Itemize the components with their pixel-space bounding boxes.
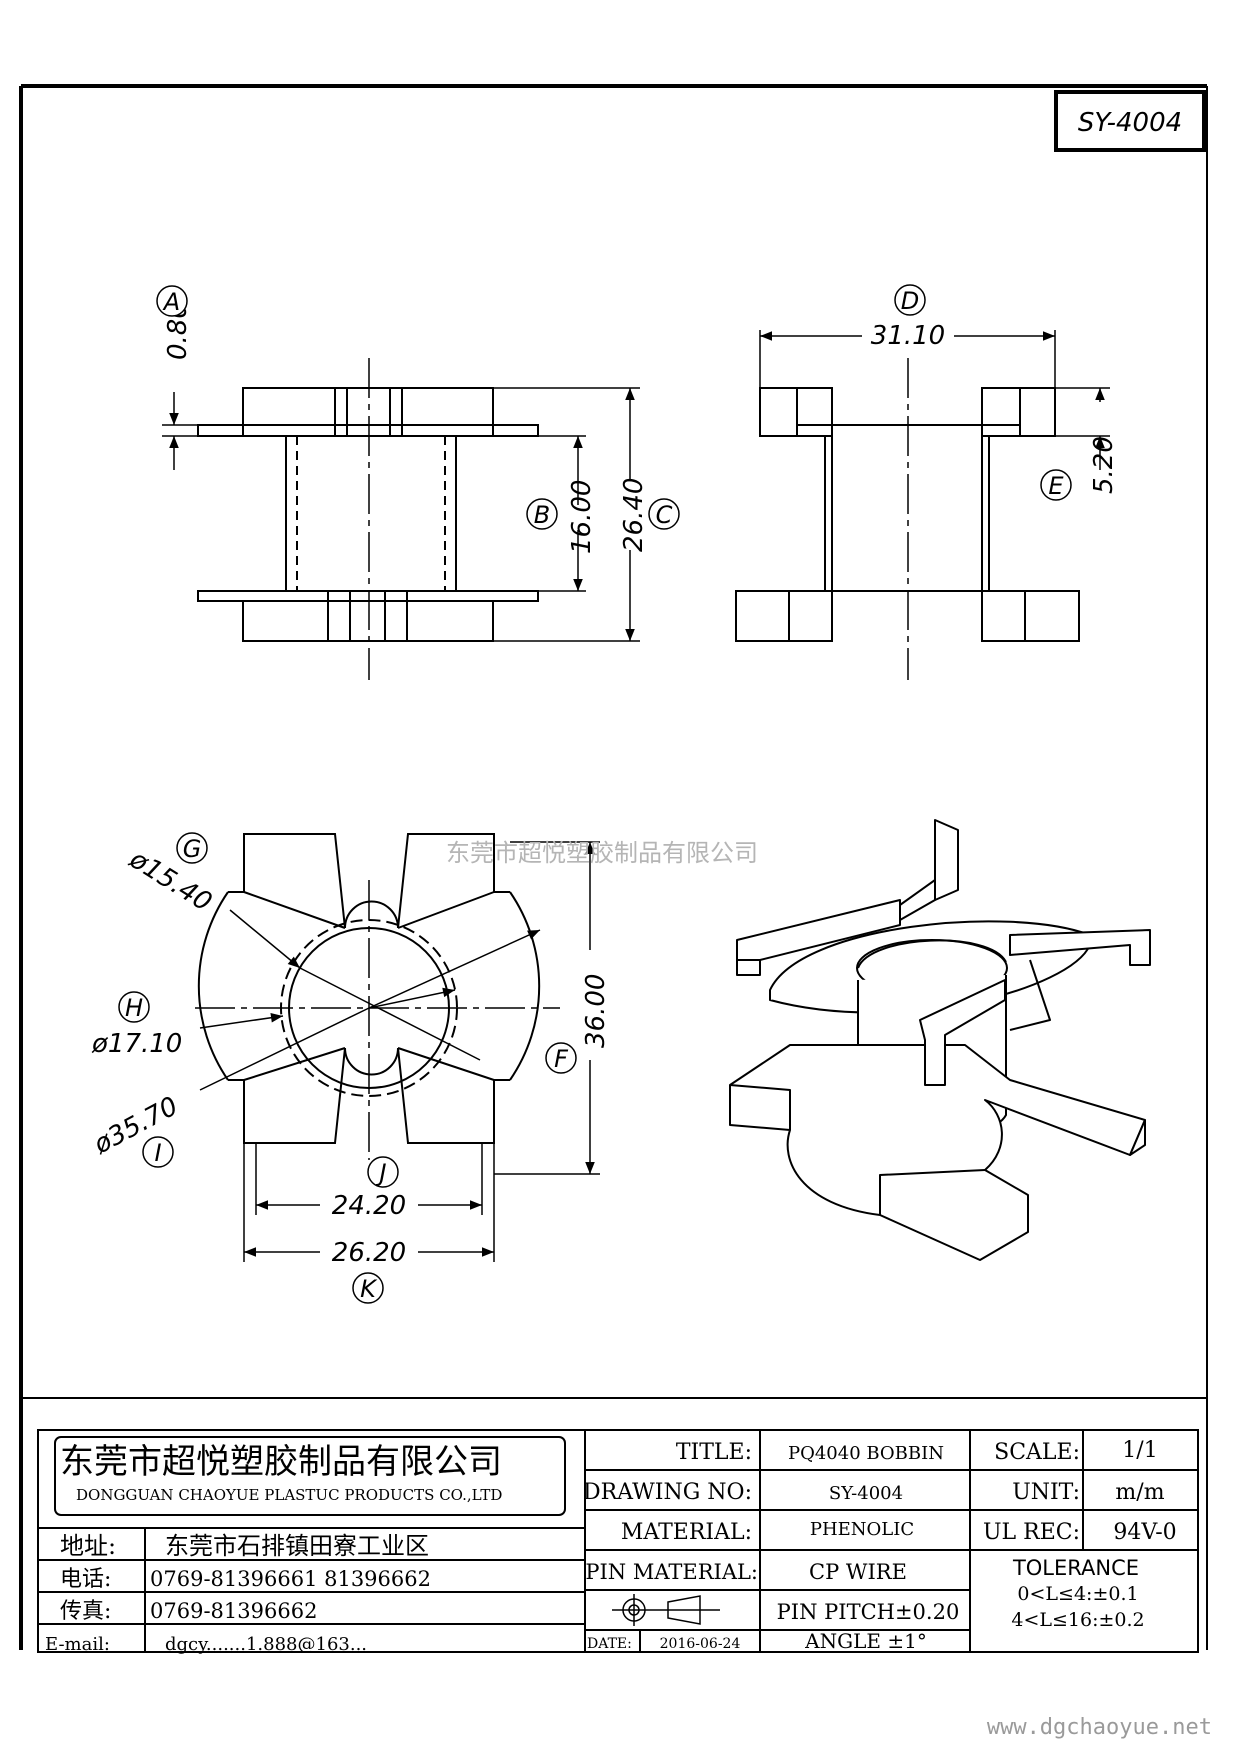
label-g: G <box>183 835 202 863</box>
top-view <box>195 833 560 1160</box>
label-a: A <box>162 288 180 316</box>
side-view-labels: 31.10 D 5.20 E <box>871 284 1119 501</box>
tolerance-line-2: 4<L≤16:±0.2 <box>1011 1609 1144 1631</box>
label-f-circle <box>545 1042 577 1074</box>
drawing-code: SY-4004 <box>1078 108 1182 138</box>
date-value: 2016-06-24 <box>660 1636 741 1652</box>
scale-value: 1/1 <box>1122 1438 1157 1463</box>
scale-label: SCALE: <box>994 1440 1080 1465</box>
title-block-fields: TITLE: PQ4040 BOBBIN DRAWING NO: SY-4004… <box>583 1438 1177 1653</box>
label-g-circle <box>176 832 208 864</box>
pin-material-value: CP WIRE <box>809 1560 907 1584</box>
label-i: I <box>154 1139 161 1167</box>
top-view-labels: G ø15.40 H ø17.10 ø35.70 I 36.00 F J 24.… <box>88 832 611 1304</box>
company-block: 东莞市超悦塑胶制品有限公司 DONGGUAN CHAOYUE PLASTUC P… <box>45 1442 502 1655</box>
label-b-circle <box>526 498 558 530</box>
top-view-dims <box>199 841 600 1262</box>
title-block-frame <box>37 1429 1199 1653</box>
address-value: 东莞市石排镇田寮工业区 <box>165 1532 429 1560</box>
side-view-dims <box>759 330 1110 470</box>
watermark-text: 东莞市超悦塑胶制品有限公司 <box>446 839 758 867</box>
label-h-circle <box>118 991 150 1023</box>
company-name-cn: 东莞市超悦塑胶制品有限公司 <box>60 1442 502 1482</box>
dim-e-value: 5.20 <box>1089 436 1119 494</box>
label-d-circle <box>894 284 926 316</box>
label-d: D <box>901 287 919 315</box>
tel-value: 0769-81396661 81396662 <box>150 1567 431 1591</box>
dim-f-value: 36.00 <box>581 974 611 1048</box>
material-label: MATERIAL: <box>621 1520 752 1545</box>
address-label: 地址: <box>60 1532 116 1560</box>
title-value: PQ4040 BOBBIN <box>788 1443 944 1464</box>
label-h: H <box>125 994 143 1022</box>
ul-value: 94V-0 <box>1113 1520 1176 1545</box>
fax-value: 0769-81396662 <box>150 1599 317 1623</box>
label-j-circle <box>367 1156 399 1188</box>
website-text: www.dgchaoyue.net <box>987 1715 1212 1740</box>
side-view <box>735 358 1080 680</box>
label-c: C <box>656 501 673 529</box>
dim-c-value: 26.40 <box>619 478 649 552</box>
email-label: E-mail: <box>45 1634 110 1655</box>
tolerance-label: TOLERANCE <box>1012 1556 1139 1580</box>
title-label: TITLE: <box>676 1440 752 1465</box>
label-e: E <box>1048 472 1064 500</box>
label-b: B <box>534 501 550 529</box>
drawing-code-box: SY-4004 <box>1054 90 1206 152</box>
label-k: K <box>360 1275 378 1303</box>
dim-h-value: ø17.10 <box>91 1029 182 1059</box>
isometric-view <box>729 819 1151 1261</box>
date-label: DATE: <box>587 1636 632 1652</box>
dim-d-value: 31.10 <box>871 321 945 351</box>
label-i-circle <box>142 1136 174 1168</box>
email-value: dgcy.......1.888@163... <box>165 1634 367 1655</box>
label-c-circle <box>648 498 680 530</box>
label-f: F <box>554 1045 569 1073</box>
front-view-labels: 0.80 A 16.00 B 26.40 C <box>156 285 680 554</box>
label-j: J <box>375 1159 386 1187</box>
projection-symbol <box>612 1594 720 1626</box>
material-value: PHENOLIC <box>810 1519 914 1540</box>
label-a-circle <box>156 285 188 317</box>
pin-pitch-value: PIN PITCH±0.20 <box>777 1600 960 1624</box>
unit-value: m/m <box>1115 1480 1164 1505</box>
pin-material-label: PIN MATERIAL: <box>585 1560 758 1584</box>
front-view-dims <box>162 387 640 642</box>
unit-label: UNIT: <box>1012 1480 1080 1505</box>
tolerance-line-1: 0<L≤4:±0.1 <box>1017 1583 1138 1605</box>
drawing-no-label: DRAWING NO: <box>583 1480 752 1505</box>
ul-label: UL REC: <box>983 1520 1080 1545</box>
label-e-circle <box>1040 469 1072 501</box>
label-k-circle <box>352 1272 384 1304</box>
sheet-border <box>19 84 1208 1650</box>
dim-j-value: 24.20 <box>332 1191 406 1221</box>
dim-k-value: 26.20 <box>332 1238 406 1268</box>
fax-label: 传真: <box>60 1599 111 1624</box>
front-view <box>197 358 539 680</box>
angle-value: ANGLE ±1° <box>804 1629 927 1653</box>
company-name-en: DONGGUAN CHAOYUE PLASTUC PRODUCTS CO.,LT… <box>76 1486 502 1504</box>
tel-label: 电话: <box>60 1567 111 1592</box>
drawing-no-value: SY-4004 <box>829 1483 903 1504</box>
dim-b-value: 16.00 <box>567 480 597 554</box>
